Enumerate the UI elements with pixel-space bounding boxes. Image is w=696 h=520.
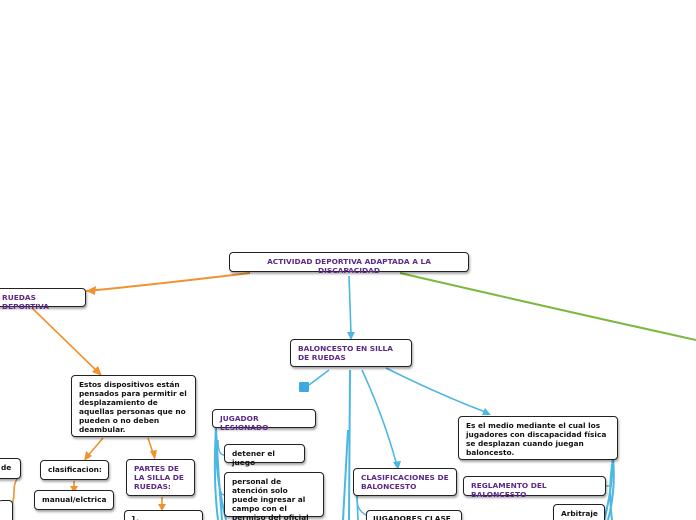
link-desc-clasif xyxy=(85,437,104,459)
baloncesto-node[interactable]: BALONCESTO EN SILLA DE RUEDAS xyxy=(290,339,412,367)
arrow-left-branch xyxy=(86,286,96,295)
link-root-baloncesto xyxy=(348,275,352,335)
link-bal-down-1 xyxy=(348,369,351,520)
reglamento-node[interactable]: REGLAMENTO DEL BALONCESTO xyxy=(463,476,606,499)
left-branch-node[interactable]: RUEDAS DEPORTIVA xyxy=(0,288,86,311)
root-node[interactable]: ACTIVIDAD DEPORTIVA ADAPTADA A LA DISCAP… xyxy=(229,252,469,275)
detener-juego-node[interactable]: detener el juego xyxy=(224,444,305,467)
link-medio-right-1 xyxy=(609,457,614,520)
arbitraje-node[interactable]: Arbitraje xyxy=(553,504,605,520)
jugador-lesionado-node[interactable]: JUGADOR LESIONADO xyxy=(212,409,316,432)
partes-silla-node[interactable]: PARTES DE LA SILLA DE RUEDAS: xyxy=(126,459,195,496)
link-desc-partes xyxy=(147,437,155,457)
jugadores-clase-node[interactable]: JUGADORES CLASE 1 xyxy=(366,510,462,520)
link-clasif-down xyxy=(356,495,367,516)
link-root-left xyxy=(85,272,251,292)
es-medio-node[interactable]: Es el medio mediante el cual los jugador… xyxy=(458,416,618,460)
arrow-medio xyxy=(482,408,491,415)
link-bal-down-2 xyxy=(342,429,349,520)
link-bal-clasif xyxy=(361,369,398,467)
link-clasif-down-2 xyxy=(356,495,359,520)
link-jugador-down-2 xyxy=(215,427,223,520)
collapse-dot[interactable] xyxy=(299,382,309,392)
personal-atencion-node[interactable]: personal de atención solo puede ingresar… xyxy=(224,472,324,520)
link-root-right xyxy=(399,272,696,341)
link-medio-right-2 xyxy=(607,457,615,520)
link-bal-medio xyxy=(385,367,489,414)
sillas-description-node[interactable]: Estos dispositivos están pensados para p… xyxy=(71,375,196,437)
left-edge-node-2[interactable] xyxy=(0,500,13,520)
manual-electrica-node[interactable]: manual/elctrica xyxy=(34,490,114,510)
left-edge-node[interactable]: de xyxy=(0,458,21,479)
clasificaciones-node[interactable]: CLASIFICACIONES DE BALONCESTO xyxy=(353,468,457,496)
link-bal-jugador xyxy=(308,369,330,386)
link-jugador-down-3 xyxy=(213,427,219,520)
empunadura-node[interactable]: 1. Empuñadura. xyxy=(124,510,203,520)
clasificacion-node[interactable]: clasificacion: xyxy=(40,460,109,480)
link-left-desc xyxy=(31,307,101,375)
